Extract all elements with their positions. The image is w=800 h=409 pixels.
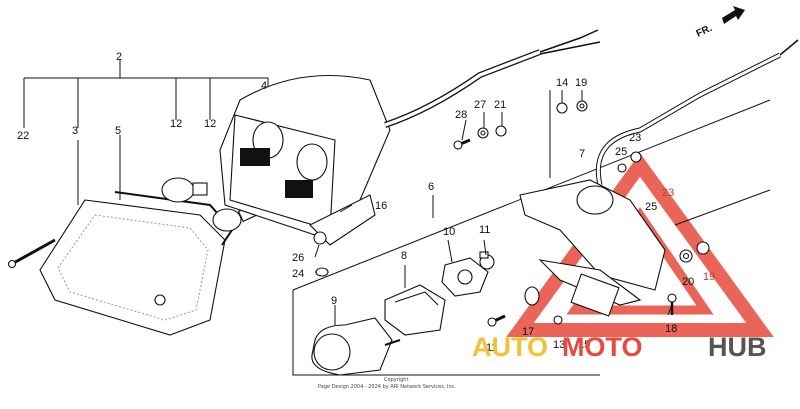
wire-harness — [384, 29, 799, 186]
watermark-logo: AUTO MOTO HUB — [472, 332, 767, 362]
bulb-11 — [479, 251, 495, 270]
washer-25 — [617, 163, 627, 173]
license-light-9 — [311, 317, 401, 376]
part-number-24: 24 — [292, 268, 304, 280]
nut-14 — [556, 102, 568, 114]
collar-1 — [524, 286, 540, 306]
nut-24 — [315, 267, 329, 277]
washer-19 — [576, 100, 588, 112]
part-number-21: 21 — [494, 99, 506, 111]
nut-21 — [495, 125, 507, 137]
part-number-11-upper: 11 — [479, 224, 490, 236]
socket-plate-10 — [441, 257, 489, 297]
washer-20 — [679, 249, 693, 263]
part-number-14: 14 — [556, 77, 568, 89]
part-number-12-left: 12 — [170, 118, 182, 130]
part-number-15: 15 — [578, 339, 590, 351]
grommet-23 — [630, 151, 642, 163]
part-number-19-lower: 19 — [703, 271, 715, 283]
part-number-8: 8 — [401, 250, 407, 262]
bulb-12-right — [212, 204, 257, 232]
part-number-6: 6 — [428, 181, 434, 193]
part-number-22: 22 — [17, 130, 29, 142]
tail-lens-3 — [39, 199, 226, 336]
part-number-4: 4 — [261, 80, 267, 92]
part-number-11-lower: 11 — [486, 342, 497, 354]
bolt-18 — [667, 293, 677, 315]
part-number-17: 17 — [522, 326, 534, 338]
watermark-auto: AUTO — [472, 332, 548, 362]
screw-22 — [7, 238, 56, 269]
part-number-25-lower: 25 — [645, 201, 657, 213]
part-number-12-right: 12 — [204, 118, 216, 130]
part-number-19-upper: 19 — [575, 77, 587, 89]
part-number-13: 13 — [553, 339, 565, 351]
part-number-3: 3 — [72, 125, 78, 137]
part-number-27: 27 — [474, 99, 486, 111]
part-number-25-upper: 25 — [615, 146, 627, 158]
part-number-2: 2 — [116, 51, 122, 63]
license-bracket-7 — [519, 179, 666, 317]
washer-27 — [477, 127, 489, 139]
tail-housing-4 — [219, 75, 391, 246]
copyright-line-1: Copyright — [384, 377, 408, 383]
copyright-line-2: Page Design 2004 - 2024 by ARI Network S… — [318, 384, 456, 390]
watermark-hub: HUB — [708, 332, 767, 362]
leader-lines — [314, 90, 673, 325]
direction-label: FR. — [695, 23, 714, 40]
part-number-26-left: 26 — [292, 252, 304, 264]
part-number-9: 9 — [331, 295, 337, 307]
watermark-moto: MOTO — [562, 332, 643, 362]
grommet-19-right — [696, 241, 710, 255]
part-number-5: 5 — [115, 125, 121, 137]
part-number-28: 28 — [455, 109, 467, 121]
collar-26 — [313, 231, 327, 245]
forward-arrow-icon — [722, 6, 745, 24]
bolt-28 — [453, 138, 471, 150]
nut-13 — [553, 315, 563, 325]
part-number-18: 18 — [665, 323, 677, 335]
part-number-10: 10 — [443, 226, 455, 238]
license-lens-8 — [384, 284, 446, 336]
bulb-12-left — [161, 177, 208, 203]
part-number-20: 20 — [682, 276, 694, 288]
part-number-23-lower: 23 — [662, 187, 674, 199]
bolt-17 — [487, 314, 506, 327]
part-number-7: 7 — [579, 148, 585, 160]
part-number-23-upper: 23 — [629, 132, 641, 144]
part-number-16: 16 — [375, 200, 387, 212]
